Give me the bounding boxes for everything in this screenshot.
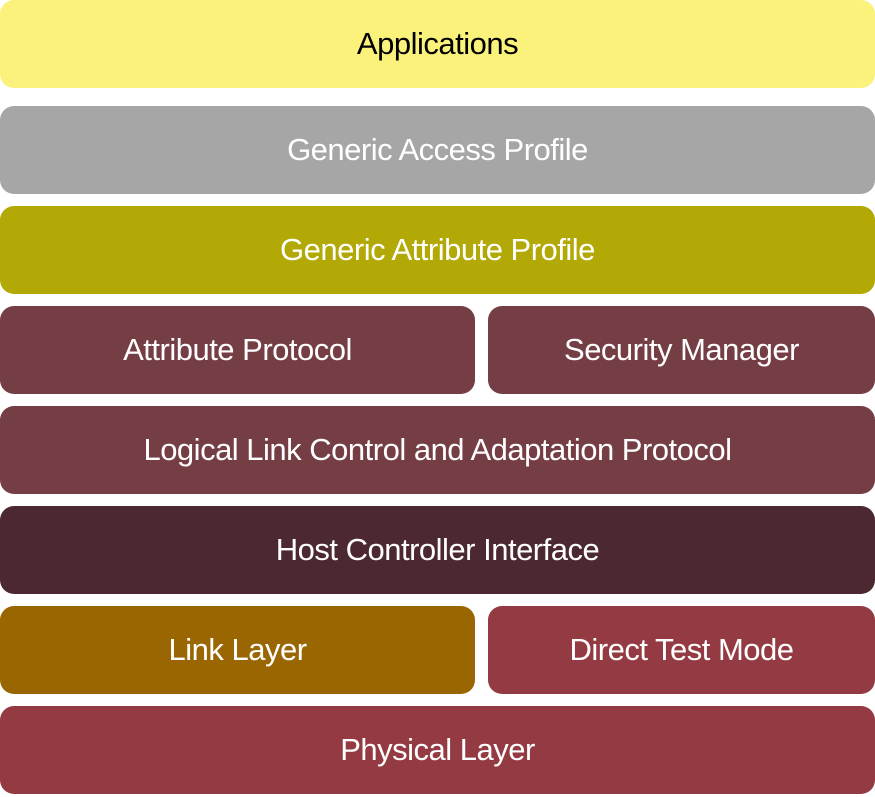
layer-direct-test-mode: Direct Test Mode: [488, 606, 875, 694]
layer-l2cap-label: Logical Link Control and Adaptation Prot…: [143, 432, 732, 467]
layer-attribute-protocol-label: Attribute Protocol: [123, 332, 352, 367]
layer-attribute-protocol: Attribute Protocol: [0, 306, 475, 394]
layer-generic-attribute-profile-label: Generic Attribute Profile: [280, 232, 595, 267]
layer-direct-test-mode-label: Direct Test Mode: [569, 632, 794, 667]
layer-security-manager: Security Manager: [488, 306, 875, 394]
layer-physical-layer: Physical Layer: [0, 706, 875, 794]
layer-host-controller-interface-label: Host Controller Interface: [275, 532, 600, 567]
layer-security-manager-label: Security Manager: [564, 332, 799, 367]
layer-link-layer-label: Link Layer: [168, 632, 307, 667]
layer-physical-layer-label: Physical Layer: [340, 732, 535, 767]
layer-generic-attribute-profile: Generic Attribute Profile: [0, 206, 875, 294]
layer-generic-access-profile-label: Generic Access Profile: [287, 132, 588, 167]
layer-applications: Applications: [0, 0, 875, 88]
layer-generic-access-profile: Generic Access Profile: [0, 106, 875, 194]
layer-link-layer: Link Layer: [0, 606, 475, 694]
layer-l2cap: Logical Link Control and Adaptation Prot…: [0, 406, 875, 494]
layer-applications-label: Applications: [356, 26, 519, 61]
layer-host-controller-interface: Host Controller Interface: [0, 506, 875, 594]
